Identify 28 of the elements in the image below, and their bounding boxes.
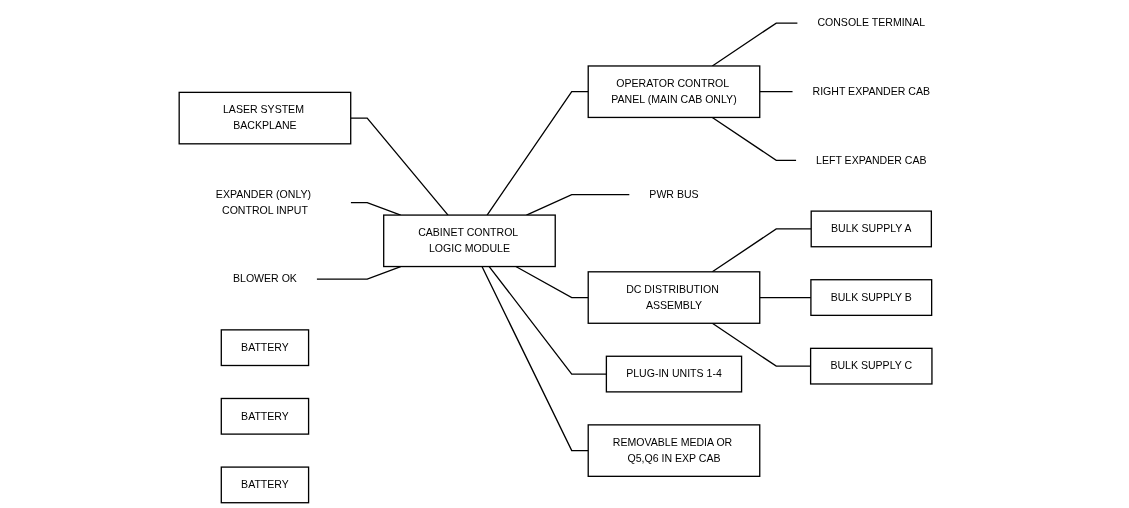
node-box: OPERATOR CONTROL PANEL (MAIN CAB ONLY) bbox=[587, 65, 761, 119]
node-box: BATTERY bbox=[220, 397, 310, 435]
node-text: LEFT EXPANDER CAB bbox=[816, 154, 927, 166]
connector bbox=[759, 91, 794, 93]
node-text: RIGHT EXPANDER CAB bbox=[812, 85, 931, 97]
connector bbox=[515, 265, 589, 299]
connector bbox=[350, 117, 449, 216]
node-text: EXPANDER (ONLY) CONTROL INPUT bbox=[215, 188, 312, 216]
node-box: LASER SYSTEM BACKPLANE bbox=[178, 91, 352, 145]
node-box: CABINET CONTROL LOGIC MODULE bbox=[383, 214, 556, 268]
node-box: REMOVABLE MEDIA OR Q5,Q6 IN EXP CAB bbox=[587, 424, 761, 477]
connector bbox=[711, 22, 799, 67]
node-box: BULK SUPPLY B bbox=[810, 279, 933, 317]
node-box: BULK SUPPLY C bbox=[809, 347, 933, 385]
connector bbox=[711, 116, 797, 161]
node-text: PWR BUS bbox=[649, 188, 699, 200]
node-text: CONSOLE TERMINAL bbox=[817, 17, 926, 29]
node-box: PLUG-IN UNITS 1-4 bbox=[605, 355, 743, 393]
node-box: DC DISTRIBUTION ASSEMBLY bbox=[587, 271, 761, 324]
node-box: BULK SUPPLY A bbox=[810, 210, 932, 248]
connector bbox=[481, 265, 589, 452]
connector bbox=[711, 228, 812, 273]
node-box: BATTERY bbox=[220, 329, 310, 367]
node-text: BLOWER OK bbox=[232, 273, 297, 285]
connector bbox=[316, 265, 402, 280]
connector bbox=[525, 193, 631, 216]
connector bbox=[486, 91, 589, 216]
node-box: BATTERY bbox=[220, 466, 310, 504]
